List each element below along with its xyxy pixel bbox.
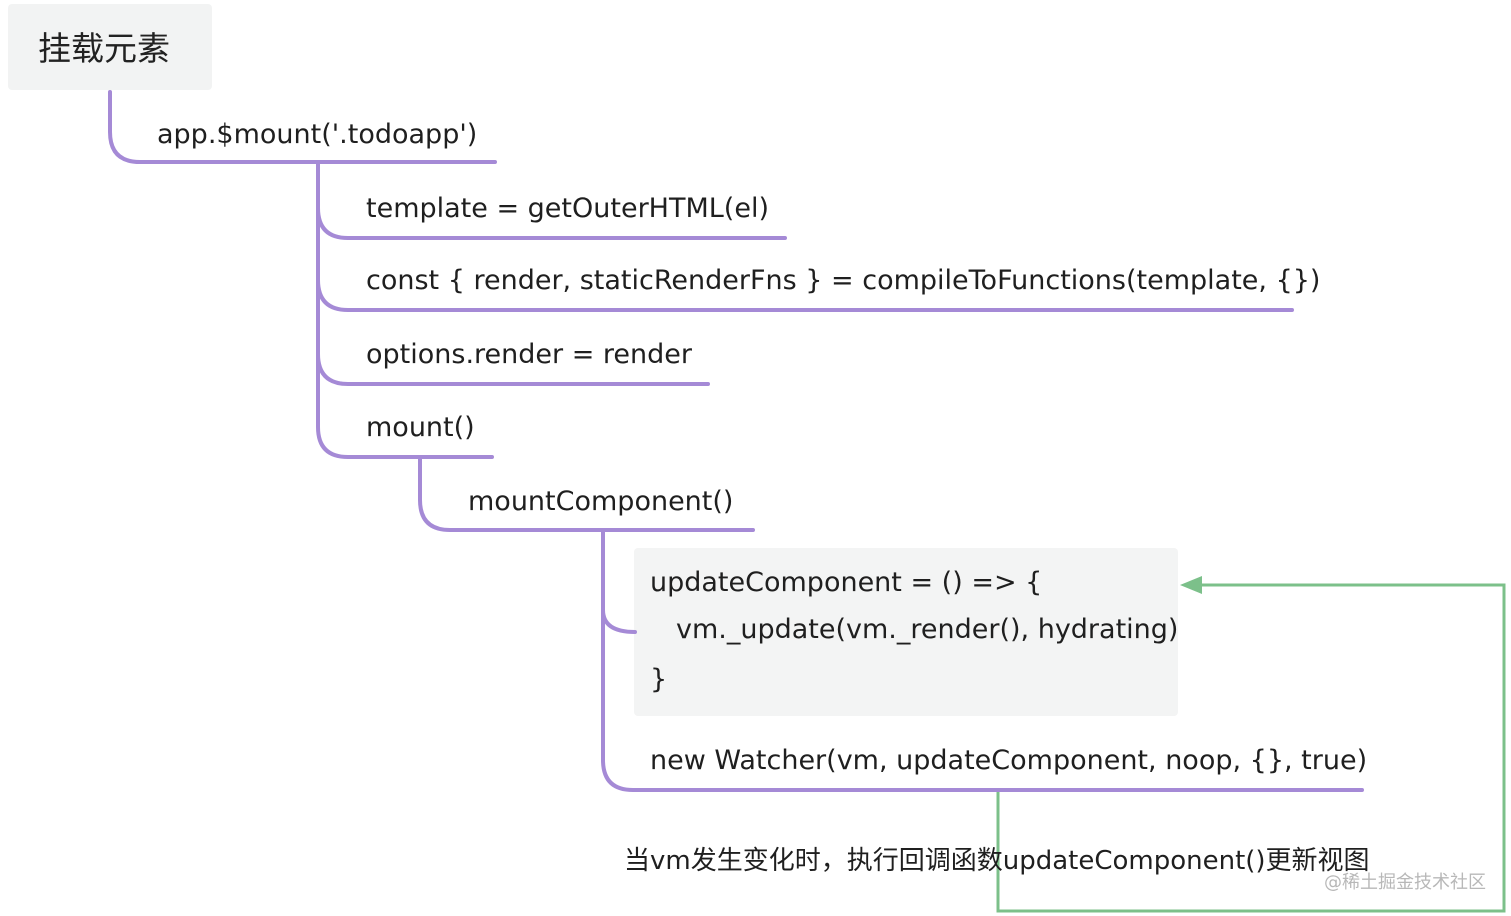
connector-mount	[316, 162, 494, 459]
connector-root-mount	[108, 90, 497, 164]
node-compile[interactable]: const { render, staticRenderFns } = comp…	[366, 265, 1321, 296]
root-node[interactable]	[8, 4, 212, 90]
connector-update-component	[601, 530, 637, 634]
connector-watcher	[601, 530, 1364, 792]
root-node-label: 挂载元素	[38, 29, 170, 68]
update-component-code-block[interactable]	[634, 548, 1178, 716]
loop-caption: 当vm发生变化时，执行回调函数updateComponent()更新视图	[624, 846, 1370, 876]
code-line-3: }	[650, 664, 668, 695]
node-mount-call[interactable]: app.$mount('.todoapp')	[157, 119, 478, 150]
watermark: @稀土掘金技术社区	[1324, 872, 1486, 893]
connector-mount-component	[418, 457, 755, 532]
node-options-render[interactable]: options.render = render	[366, 339, 692, 370]
node-mount-component[interactable]: mountComponent()	[468, 486, 734, 517]
code-line-2: vm._update(vm._render(), hydrating)	[676, 614, 1179, 645]
node-watcher[interactable]: new Watcher(vm, updateComponent, noop, {…	[650, 745, 1368, 776]
code-line-1: updateComponent = () => {	[650, 567, 1043, 598]
loop-arrow-line	[996, 583, 1506, 913]
node-template[interactable]: template = getOuterHTML(el)	[366, 193, 769, 224]
loop-arrow-head	[1180, 576, 1202, 594]
node-mount[interactable]: mount()	[366, 412, 475, 443]
